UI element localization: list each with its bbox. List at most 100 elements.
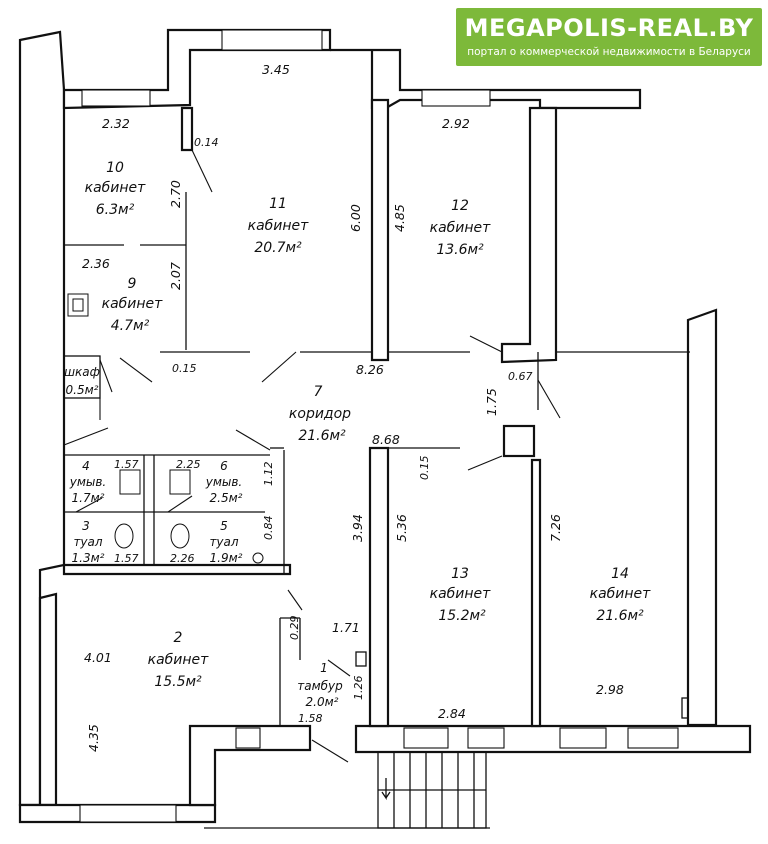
toilet-icon [170,523,190,549]
column [502,424,536,458]
dim-label: 6.00 [348,204,363,232]
dim-label: 8.68 [372,432,400,447]
dim-label: 7.26 [548,514,563,542]
room-6-number: 6 [220,459,228,473]
dim-label: 1.58 [298,712,323,725]
dim-label: 2.26 [170,552,195,565]
room-11-name: кабинет [248,218,310,234]
wall-top-middle [330,48,642,110]
window [79,804,177,823]
room-13-area: 15.2м² [438,608,486,624]
room-9-area: 4.7м² [111,318,150,334]
dim-label: 4.01 [84,650,112,665]
room-12-name: кабинет [430,220,492,236]
room-14-number: 14 [611,566,629,582]
dim-label: 2.36 [82,256,110,271]
dim-label: 0.15 [172,362,197,375]
window [221,29,323,51]
room-9-name: кабинет [102,296,164,312]
toilet-icon [114,523,134,549]
dim-label: 3.94 [350,514,365,542]
wall-10-11 [180,106,194,152]
dim-label: 0.14 [194,136,219,149]
room-12-number: 12 [451,198,469,214]
doors [63,149,561,763]
room-5-area: 1.9м² [210,551,243,565]
dim-label: 1.57 [114,458,139,471]
dim-label: 2.98 [596,682,624,697]
site-logo[interactable]: MEGAPOLIS-REAL.BY портал о коммерческой … [456,8,762,66]
room-13-number: 13 [451,566,469,582]
room-10-number: 10 [106,160,124,176]
dim-label: 1.26 [352,676,365,701]
dim-label: 1.57 [114,552,139,565]
room-3-area: 1.3м² [72,551,105,565]
room-3-number: 3 [82,519,90,533]
room-11-area: 20.7м² [254,240,302,256]
windows [79,29,679,823]
wall-left-13 [368,446,390,728]
room-14-area: 21.6м² [596,608,644,624]
window [467,727,505,749]
stairs [204,751,490,829]
room-7-name: коридор [289,406,351,422]
closet-outline [63,355,101,399]
closet-name: шкаф [64,365,100,379]
room-10-area: 6.3м² [96,202,135,218]
dim-label: 0.29 [288,616,301,641]
room-1-name: тамбур [297,679,343,693]
window [559,727,607,749]
dim-label: 2.32 [102,116,130,131]
walls [18,28,752,824]
window [627,727,679,749]
dim-label: 2.84 [438,706,466,721]
room-11-number: 11 [269,196,287,212]
room-1-area: 2.0м² [306,695,339,709]
dim-label: 1.75 [484,388,499,416]
dim-label: 5.36 [394,514,409,542]
dim-label: 2.25 [176,458,201,471]
arrow-down-icon [381,778,391,801]
dim-label: 0.15 [418,456,431,481]
room-5-name: туал [209,535,238,549]
room-2-name: кабинет [148,652,210,668]
window [235,727,261,749]
wall-11-12 [370,98,390,362]
room-1-number: 1 [320,661,328,675]
logo-title: MEGAPOLIS-REAL.BY [464,14,754,42]
dim-label: 2.07 [168,262,183,290]
drain-icon [252,552,264,564]
room-6-area: 2.5м² [210,491,243,505]
room-5-number: 5 [220,519,228,533]
fixtures [67,293,264,564]
dim-label: 0.67 [508,370,533,383]
wall-right-outer [686,308,718,727]
wall-13-14 [530,458,542,728]
room-4-name: умыв. [69,475,107,489]
wall-sanitary-bottom [62,563,292,576]
dim-label: 0.84 [262,516,275,541]
wall-left-lower [38,592,58,807]
sink-icon [119,469,141,495]
room-3-name: туал [73,535,102,549]
wall-bottom-2 [188,724,312,807]
dim-label: 8.26 [356,362,384,377]
dim-label: 1.71 [332,620,360,635]
room-9-number: 9 [128,276,137,292]
sink-icon [169,469,191,495]
room-10-name: кабинет [85,180,147,196]
wall-right-12 [500,106,558,364]
room-7-area: 21.6м² [298,428,346,444]
dim-label: 1.12 [262,462,275,487]
window [421,89,491,107]
room-2-area: 15.5м² [154,674,202,690]
window [81,89,151,107]
dim-label: 4.85 [392,204,407,232]
room-12-area: 13.6м² [436,242,484,258]
dim-label: 2.92 [442,116,470,131]
room-labels: 10 кабинет 6.3м² 9 кабинет 4.7м² 11 каби… [64,160,651,709]
closet-area: 0.5м² [66,383,99,397]
room-7-number: 7 [314,384,323,400]
dim-label: 4.35 [86,724,101,752]
